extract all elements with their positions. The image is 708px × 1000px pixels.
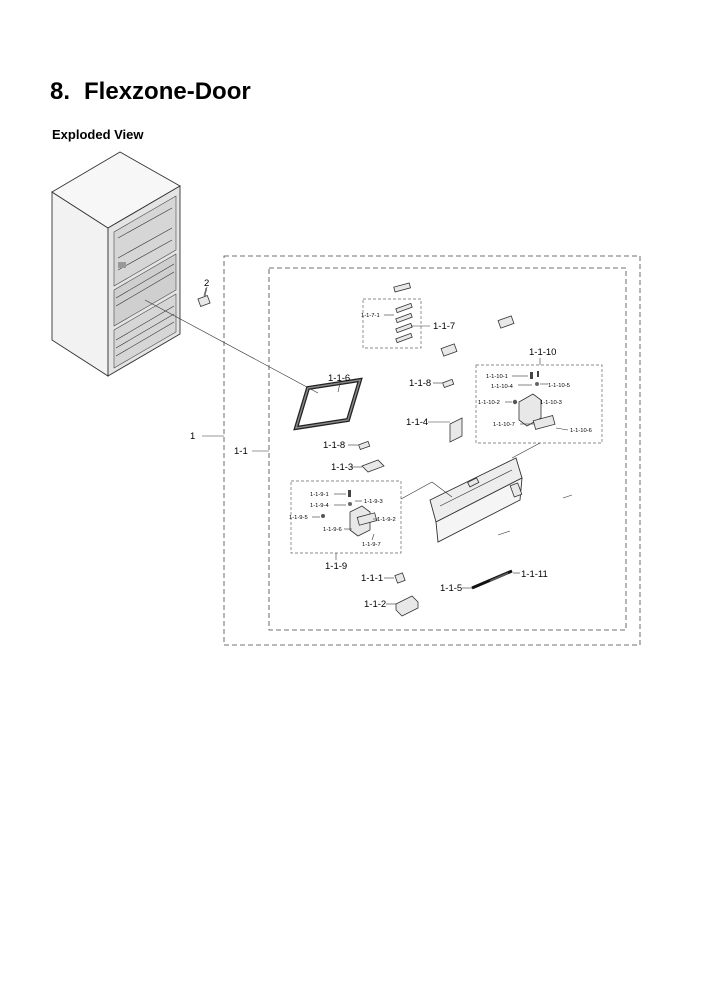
parts-1-1-9 <box>312 490 378 541</box>
label-1-1-10-4: 1-1-10-4 <box>491 384 514 390</box>
parts-1-1-10 <box>505 371 569 431</box>
label-1-1-4: 1-1-4 <box>406 417 428 428</box>
label-1-1-10-3: 1-1-10-3 <box>540 400 562 406</box>
clip-1-1-8-lower <box>358 440 371 451</box>
leader-line-fridge-to-gasket <box>144 299 319 394</box>
cap-part <box>440 343 458 357</box>
group-1-1-7-box <box>362 298 422 349</box>
label-1-1-10-2: 1-1-10-2 <box>478 400 500 406</box>
label-1-1-9-5: 1-1-9-5 <box>289 515 308 521</box>
parts-1-1-7 <box>384 282 430 344</box>
group-1-1-9-box <box>290 480 402 554</box>
label-1-1-6: 1-1-6 <box>328 373 350 384</box>
label-1: 1 <box>190 431 195 442</box>
label-1-1-11: 1-1-11 <box>521 569 548 580</box>
refrigerator-illustration <box>51 151 181 377</box>
label-1-1: 1-1 <box>234 446 248 457</box>
part-2-clip <box>197 287 211 307</box>
gasket-1-1-6 <box>293 377 363 431</box>
label-2: 2 <box>204 278 209 289</box>
label-1-1-10-6: 1-1-10-6 <box>570 428 592 434</box>
label-1-1-9-1: 1-1-9-1 <box>310 492 329 498</box>
cap-part <box>497 315 515 329</box>
connector-1-1-2 <box>386 595 419 617</box>
strip-parts <box>462 569 520 590</box>
label-1-1-1: 1-1-1 <box>361 573 383 584</box>
page-title: 8. Flexzone-Door <box>50 78 251 106</box>
label-1-1-8-upper: 1-1-8 <box>409 378 431 389</box>
label-1-1-9-7: 1-1-9-7 <box>362 542 381 548</box>
section-title-text: Flexzone-Door <box>84 78 251 105</box>
part-1-1-3 <box>352 459 385 473</box>
label-1-1-2: 1-1-2 <box>364 599 386 610</box>
section-number: 8. <box>50 78 71 105</box>
label-1-1-9-3: 1-1-9-3 <box>364 499 383 505</box>
assembly-1-boundary <box>223 255 641 646</box>
label-1-1-10-5: 1-1-10-5 <box>548 383 570 389</box>
label-1-1-7: 1-1-7 <box>433 321 455 332</box>
label-1-1-10: 1-1-10 <box>529 347 556 358</box>
label-1-1-10-1: 1-1-10-1 <box>486 374 508 380</box>
group-1-1-10-box <box>475 364 603 444</box>
label-1-1-9-6: 1-1-9-6 <box>323 527 342 533</box>
label-1-1-8-lower: 1-1-8 <box>323 440 345 451</box>
subsection-title: Exploded View <box>52 127 144 142</box>
assembly-1-1-boundary <box>268 267 627 631</box>
label-1-1-10-7: 1-1-10-7 <box>493 422 515 428</box>
label-1-1-9-4: 1-1-9-4 <box>310 503 329 509</box>
label-1-1-9: 1-1-9 <box>325 561 347 572</box>
clip-1-1-8-upper <box>442 378 455 389</box>
label-1-1-5: 1-1-5 <box>440 583 462 594</box>
label-1-1-3: 1-1-3 <box>331 462 353 473</box>
part-1-1-1 <box>384 572 406 584</box>
label-1-1-7-1: 1-1-7-1 <box>361 313 380 319</box>
label-1-1-9-2: 1-1-9-2 <box>377 517 396 523</box>
bracket-1-1-4 <box>428 417 463 443</box>
door-panel <box>400 442 573 543</box>
